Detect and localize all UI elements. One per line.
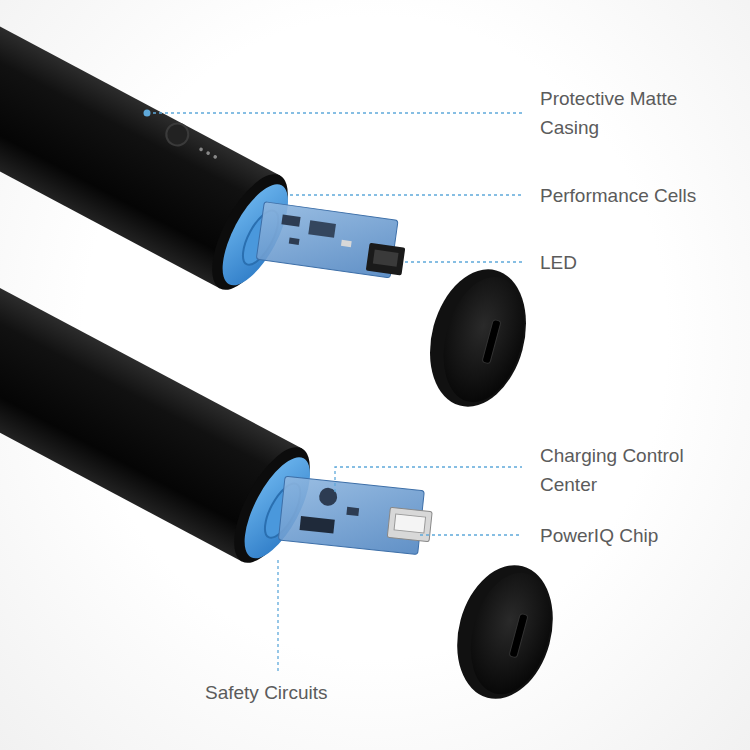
part-label: Protective Matte Casing — [540, 84, 680, 142]
part-label: LED — [540, 248, 577, 277]
part-label: PowerIQ Chip — [540, 521, 658, 550]
part-label: Charging Control Center — [540, 441, 685, 499]
leader-lines — [147, 113, 522, 672]
top-unit — [0, 0, 426, 362]
part-label: Performance Cells — [540, 181, 696, 210]
power-button — [162, 120, 192, 150]
circuit-board — [278, 476, 434, 555]
circuit-board — [256, 202, 409, 280]
bottom-unit — [0, 212, 455, 638]
bottom-cap — [443, 554, 567, 709]
top-cap — [415, 258, 540, 417]
part-label: Safety Circuits — [205, 678, 327, 707]
leader-dot — [144, 110, 151, 117]
